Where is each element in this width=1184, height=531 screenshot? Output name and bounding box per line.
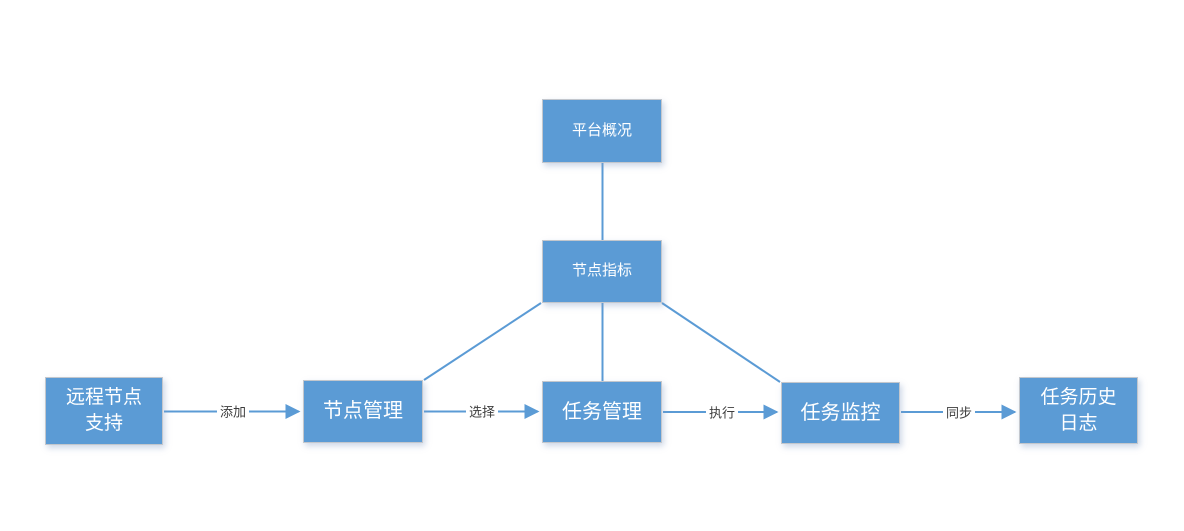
- node-platform-overview-label: 平台概况: [571, 121, 632, 139]
- edge-label-execute: 执行: [705, 402, 739, 422]
- node-task-monitoring: 任务监控: [781, 382, 900, 444]
- node-remote-node-support-label-line1: 远程节点: [65, 387, 142, 409]
- node-task-history-log-label-line1: 任务历史: [1040, 386, 1117, 408]
- node-task-management: 任务管理: [542, 381, 662, 443]
- node-node-management: 节点管理: [303, 380, 423, 443]
- node-task-history-log-label-line2: 日志: [1059, 412, 1098, 434]
- edge-label-add: 添加: [216, 401, 250, 421]
- node-node-management-label: 节点管理: [323, 400, 403, 422]
- node-task-history-log: 任务历史 日志: [1019, 377, 1138, 444]
- node-remote-node-support: 远程节点 支持: [45, 377, 163, 445]
- node-node-metrics-label: 节点指标: [571, 262, 632, 280]
- connector-metrics-to-node-management: [423, 302, 542, 381]
- node-platform-overview: 平台概况: [542, 99, 662, 163]
- edge-label-sync: 同步: [942, 402, 976, 422]
- edge-label-select: 选择: [465, 401, 499, 421]
- node-node-metrics: 节点指标: [542, 240, 662, 303]
- node-task-management-label: 任务管理: [562, 400, 642, 423]
- connector-metrics-to-task-monitoring: [661, 302, 781, 383]
- node-task-monitoring-label: 任务监控: [800, 401, 881, 424]
- node-remote-node-support-label-line2: 支持: [84, 413, 123, 434]
